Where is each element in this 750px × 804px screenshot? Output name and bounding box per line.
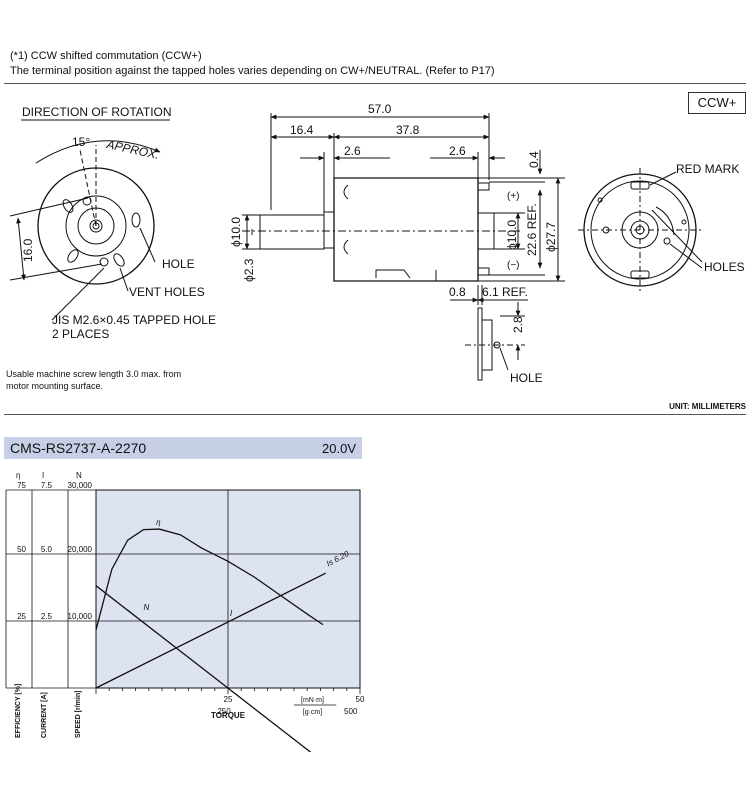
left-end-view <box>9 119 170 321</box>
model-bar <box>4 437 362 459</box>
efficiency-series-label: η <box>156 518 161 527</box>
ccw-badge: CCW+ <box>688 92 746 114</box>
dim-phi-10-shaft: ϕ10.0 <box>229 217 243 247</box>
x-tick-label: 50 <box>356 695 365 704</box>
terminal-hole-label: HOLE <box>510 371 543 385</box>
x-tick-label-secondary: 500 <box>344 707 358 716</box>
rated-voltage: 20.0V <box>322 441 356 456</box>
current-series-label: I <box>230 609 233 618</box>
tapped-hole-label: JIS M2.6×0.45 TAPPED HOLE <box>52 313 216 327</box>
note-line-2: The terminal position against the tapped… <box>10 65 495 77</box>
direction-label: DIRECTION OF ROTATION <box>22 105 172 119</box>
model-name: CMS-RS2737-A-2270 <box>10 440 147 456</box>
x-tick-label-secondary: 250 <box>217 707 231 716</box>
unit-label: UNIT: MILLIMETERS <box>669 402 746 411</box>
x-unit-secondary: [g·cm] <box>303 709 323 716</box>
hole-label: HOLE <box>162 257 195 271</box>
note-line-1: (*1) CCW shifted commutation (CCW+) <box>10 50 202 62</box>
dim-6-1-ref: 6.1 REF. <box>482 285 528 299</box>
terminal-plus: (+) <box>507 191 520 202</box>
dim-22-6-ref: 22.6 REF. <box>525 203 539 256</box>
x-unit-primary: [mN·m] <box>301 697 324 704</box>
y-tick-label: 20,000 <box>68 545 93 554</box>
dim-phi-10-boss: ϕ10.0 <box>505 220 519 250</box>
x-axis-title: TORQUE <box>211 711 246 720</box>
red-mark-label: RED MARK <box>676 162 739 176</box>
y-tick-label: 5.0 <box>41 545 53 554</box>
x-tick-label: 25 <box>224 695 233 704</box>
y-tick-label: 10,000 <box>68 612 93 621</box>
y-tick-label: 2.5 <box>41 612 53 621</box>
dim-2-8: 2.8 <box>511 316 525 333</box>
usable-note-2: motor mounting surface. <box>6 381 103 391</box>
dim-57: 57.0 <box>368 102 392 116</box>
vent-holes-label: VENT HOLES <box>129 285 205 299</box>
y-tick-label: 30,000 <box>68 481 93 490</box>
usable-note-1: Usable machine screw length 3.0 max. fro… <box>6 369 181 379</box>
axis-symbol-0: η <box>16 471 20 480</box>
dim-2-6-right: 2.6 <box>449 144 466 158</box>
axis-symbol-2: N <box>76 471 82 480</box>
dimension-drawing: DIRECTION OF ROTATION 15° APPROX. 16.0 H… <box>6 102 745 391</box>
right-end-view <box>578 168 703 292</box>
dim-phi-27-7: ϕ27.7 <box>544 222 558 252</box>
dim-37-8: 37.8 <box>396 123 420 137</box>
axis-title-2: SPEED [r/min] <box>75 691 82 738</box>
dim-2-6-left: 2.6 <box>344 144 361 158</box>
y-tick-label: 25 <box>17 612 26 621</box>
terminal-minus: (−) <box>507 260 520 271</box>
tapped-places-label: 2 PLACES <box>52 327 109 341</box>
dim-16-label: 16.0 <box>21 238 35 262</box>
approx-label: APPROX. <box>104 137 160 162</box>
current-line <box>95 572 326 689</box>
y-tick-label: 75 <box>17 481 26 490</box>
axis-title-1: CURRENT [A] <box>41 692 48 738</box>
y-tick-label: 50 <box>17 545 26 554</box>
speed-series-label: N <box>144 603 150 612</box>
dim-phi-2-3: ϕ2.3 <box>242 258 256 282</box>
side-view <box>242 113 565 381</box>
efficiency-curve <box>95 528 324 631</box>
divider-bottom <box>4 414 746 415</box>
angle-label: 15° <box>72 135 90 149</box>
dim-16-4: 16.4 <box>290 123 314 137</box>
divider-top <box>4 83 746 84</box>
axis-title-0: EFFICIENCY [%] <box>15 684 22 738</box>
axis-symbol-1: I <box>42 471 44 480</box>
speed-line <box>95 585 312 752</box>
y-tick-label: 7.5 <box>41 481 53 490</box>
dim-0-8: 0.8 <box>449 285 466 299</box>
dim-0-4: 0.4 <box>527 151 541 168</box>
holes-label: HOLES <box>704 260 745 274</box>
